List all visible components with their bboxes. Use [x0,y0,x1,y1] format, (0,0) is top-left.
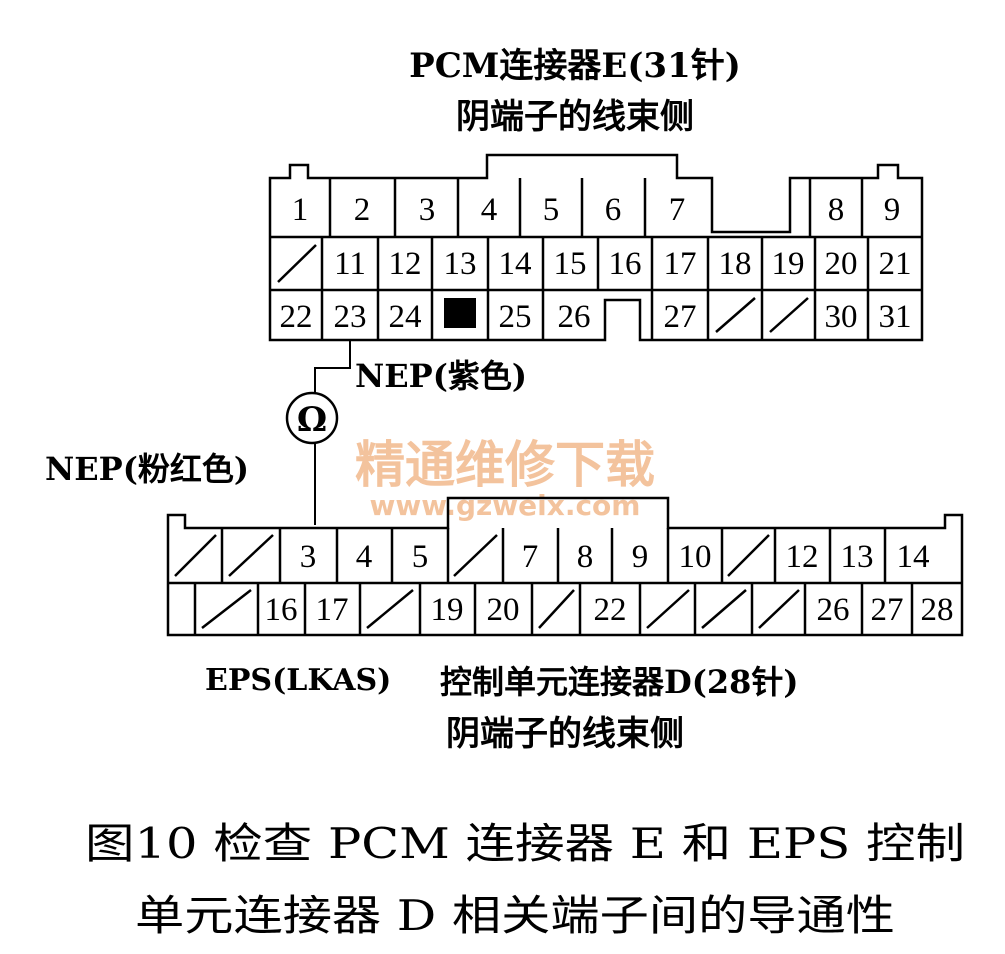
eps-pin: 9 [632,539,649,575]
eps-pin: 16 [265,592,298,628]
pcm-pin: 1 [292,192,309,228]
pcm-pin: 15 [554,246,587,282]
pcm-pin: 8 [828,192,845,228]
pcm-pin: 2 [354,192,371,228]
eps-pin: 10 [679,539,712,575]
pcm-pin: 3 [419,192,436,228]
pcm-pin: 14 [499,246,532,282]
pcm-pin: 21 [879,246,912,282]
pcm-pin: 6 [605,192,622,228]
eps-cell-labels: 3 4 5 7 8 9 10 12 13 14 16 17 19 20 22 2… [265,539,954,628]
eps-subtitle: 阴端子的线束侧 [446,714,684,754]
eps-pin: 22 [594,592,627,628]
pcm-cell-labels: 1 2 3 4 5 6 7 8 9 11 12 13 14 15 16 17 1… [280,192,912,335]
nep-pink-label: NEP(粉红色) [45,450,249,488]
eps-pin: 8 [577,539,594,575]
eps-pin: 17 [316,592,349,628]
eps-lkas-label: EPS(LKAS) [205,663,391,698]
watermark-cn: 精通维修下载 [355,436,655,494]
eps-pin: 13 [841,539,874,575]
pcm-pin: 7 [669,192,686,228]
eps-pin: 5 [412,539,429,575]
eps-pin: 20 [487,592,520,628]
eps-pin: 7 [522,539,539,575]
pcm-pin: 26 [558,299,591,335]
figure-caption-line1: 图10 检查 PCM 连接器 E 和 EPS 控制 [85,819,965,868]
pcm-pin: 31 [879,299,912,335]
pcm-connector-e [268,153,924,342]
pcm-pin: 24 [389,299,422,335]
ohmmeter-icon [285,391,339,445]
eps-pin: 19 [431,592,464,628]
eps-pin: 12 [786,539,819,575]
ohm-symbol: Ω [297,400,327,440]
pcm-pin: 27 [664,299,697,335]
pcm-pin: 25 [499,299,532,335]
pcm-filled-terminal [444,298,476,328]
pcm-title: PCM连接器E(31针) [409,46,741,86]
pcm-pin: 23 [334,299,367,335]
pcm-pin: 9 [884,192,901,228]
test-wiring [314,340,351,525]
eps-pin: 26 [817,592,850,628]
eps-pin: 14 [897,539,930,575]
eps-pin: 4 [356,539,373,575]
eps-pin: 28 [921,592,954,628]
eps-connector-d [166,496,964,637]
watermark-url: www.gzweix.com [370,489,641,522]
pcm-pin: 16 [609,246,642,282]
eps-title: 控制单元连接器D(28针) [440,663,799,701]
pcm-pin: 19 [772,246,805,282]
eps-pin: 27 [871,592,904,628]
pcm-pin: 22 [280,299,313,335]
pcm-pin: 4 [481,192,498,228]
nep-purple-label: NEP(紫色) [355,357,527,395]
pcm-pin: 11 [334,246,366,282]
pcm-pin: 17 [664,246,697,282]
pcm-pin: 18 [719,246,752,282]
figure-caption-line2: 单元连接器 D 相关端子间的导通性 [135,891,895,940]
pcm-pin: 5 [543,192,560,228]
pcm-pin: 20 [825,246,858,282]
pcm-pin: 13 [444,246,477,282]
pcm-pin: 30 [825,299,858,335]
eps-pin: 3 [300,539,317,575]
pcm-pin: 12 [389,246,422,282]
pcm-subtitle: 阴端子的线束侧 [456,97,694,137]
